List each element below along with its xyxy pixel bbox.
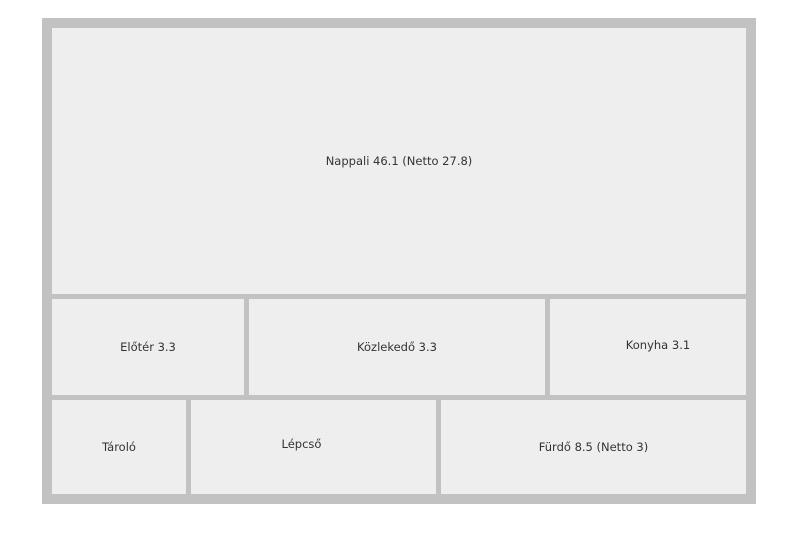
- room-eloter[interactable]: Előtér 3.3: [52, 299, 244, 395]
- room-kozlekedo[interactable]: Közlekedő 3.3: [249, 299, 545, 395]
- room-furdo[interactable]: Fürdő 8.5 (Netto 3): [441, 400, 746, 494]
- room-label: Közlekedő 3.3: [357, 340, 437, 354]
- room-nappali[interactable]: Nappali 46.1 (Netto 27.8): [52, 28, 746, 294]
- room-label: Fürdő 8.5 (Netto 3): [538, 440, 649, 454]
- room-lepcso[interactable]: Lépcső: [191, 400, 436, 494]
- room-label: Előtér 3.3: [120, 340, 176, 354]
- room-label: Konyha 3.1: [625, 338, 691, 352]
- room-label: Lépcső: [281, 437, 322, 451]
- room-konyha[interactable]: Konyha 3.1: [550, 299, 746, 395]
- room-label: Nappali 46.1 (Netto 27.8): [325, 154, 473, 168]
- floor-plan: Nappali 46.1 (Netto 27.8) Előtér 3.3 Köz…: [42, 18, 756, 504]
- room-label: Tároló: [102, 440, 136, 454]
- room-tarolo[interactable]: Tároló: [52, 400, 186, 494]
